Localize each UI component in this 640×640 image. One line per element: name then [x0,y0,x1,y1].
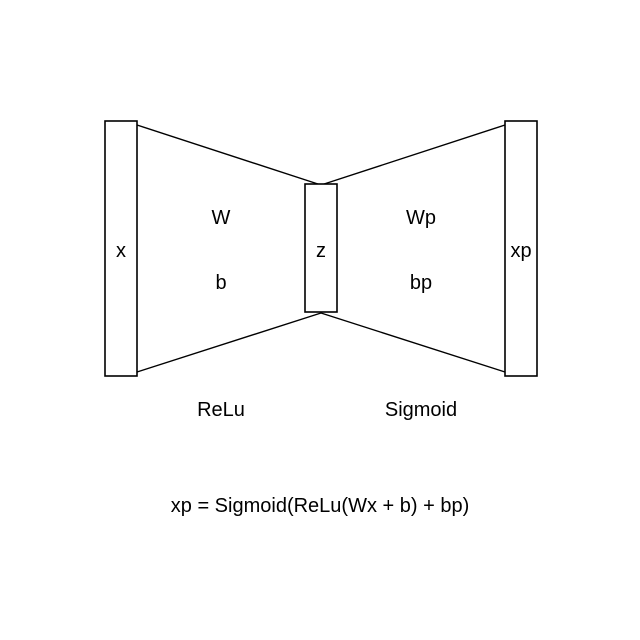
encoder-top-edge [136,124,322,186]
output-layer-label: xp [510,240,531,262]
decoder-bottom-edge [320,312,506,373]
input-layer-box [104,120,138,377]
encoder-weight-label: W [212,207,231,229]
decoder-bias-label: bp [410,272,432,294]
hidden-layer-box [304,183,338,313]
decoder-activation-label: Sigmoid [385,399,457,421]
encoder-bias-label: b [215,272,226,294]
formula-text: xp = Sigmoid(ReLu(Wx + b) + bp) [171,495,469,517]
decoder-weight-label: Wp [406,207,436,229]
input-layer-label: x [116,240,126,262]
hidden-layer-label: z [316,240,326,262]
output-layer-box [504,120,538,377]
decoder-top-edge [320,124,506,186]
encoder-activation-label: ReLu [197,399,245,421]
encoder-bottom-edge [136,312,322,373]
